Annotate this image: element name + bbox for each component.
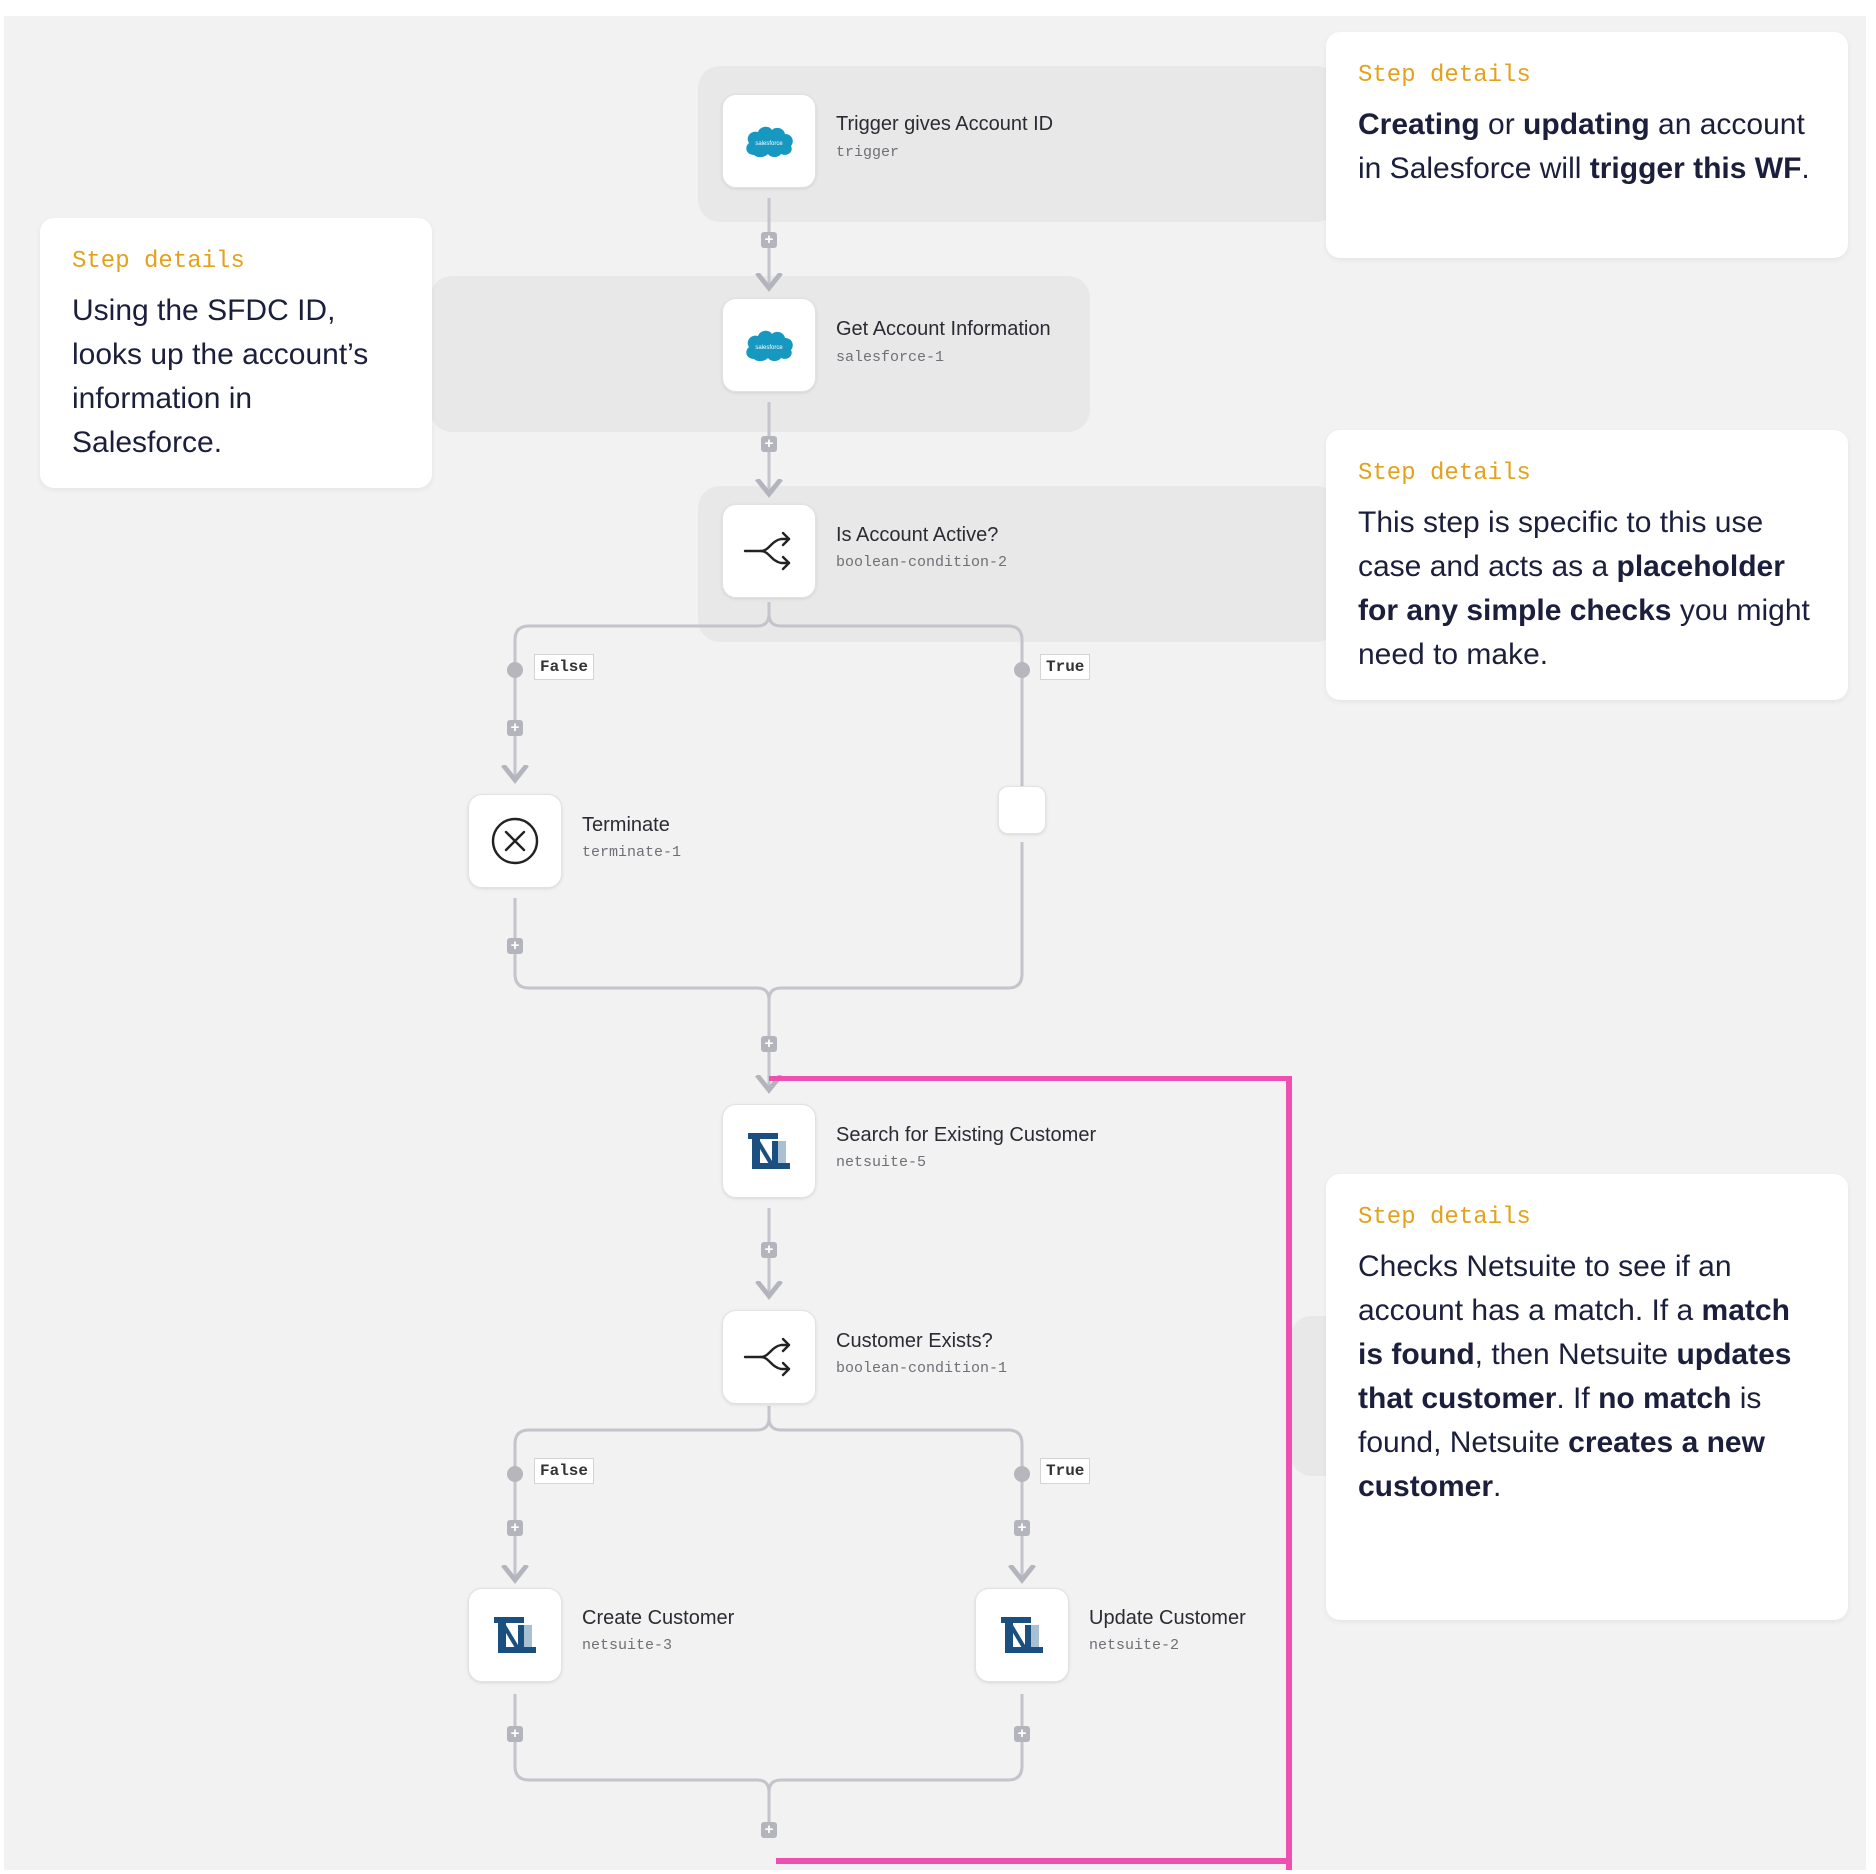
- step-details-card-trigger: Step details Creating or updating an acc…: [1326, 32, 1848, 258]
- svg-text:salesforce: salesforce: [755, 141, 783, 147]
- salesforce-icon: salesforce: [746, 126, 793, 158]
- step-node-netsuite-5[interactable]: [722, 1104, 816, 1198]
- branch-label-true: True: [1040, 1458, 1091, 1484]
- add-step-button[interactable]: +: [761, 1036, 777, 1052]
- highlight-frame-top: [769, 1076, 1287, 1081]
- step-node-netsuite-2[interactable]: [975, 1588, 1069, 1682]
- card-label: Step details: [1358, 62, 1531, 89]
- svg-text:salesforce: salesforce: [755, 345, 783, 351]
- step-title: Update Customer: [1089, 1607, 1246, 1629]
- highlight-frame-right: [1286, 1076, 1292, 1870]
- branch-icon: [743, 531, 791, 571]
- step-id: boolean-condition-1: [836, 1360, 1008, 1377]
- step-node-terminate-1[interactable]: [468, 794, 562, 888]
- step-node-salesforce-1[interactable]: salesforce: [722, 298, 816, 392]
- highlight-frame-bottom: [776, 1858, 1292, 1864]
- card-body: Checks Netsuite to see if an account has…: [1358, 1250, 1792, 1503]
- branch-label-false: False: [534, 654, 595, 680]
- branch-dot-false: [507, 662, 523, 678]
- add-step-button[interactable]: +: [1014, 1520, 1030, 1536]
- step-details-card-salesforce: Step details Using the SFDC ID, looks up…: [40, 218, 432, 488]
- step-title: Terminate: [582, 814, 670, 836]
- add-step-button[interactable]: +: [761, 232, 777, 248]
- step-details-card-netsuite: Step details Checks Netsuite to see if a…: [1326, 1174, 1848, 1620]
- step-title: Search for Existing Customer: [836, 1124, 1097, 1146]
- netsuite-icon: [748, 1133, 790, 1169]
- add-step-button[interactable]: +: [507, 938, 523, 954]
- branch-dot-true: [1014, 1466, 1030, 1482]
- step-id: salesforce-1: [836, 349, 945, 366]
- branch-label-true: True: [1040, 654, 1091, 680]
- step-id: netsuite-3: [582, 1637, 673, 1654]
- step-node-trigger[interactable]: salesforce: [722, 94, 816, 188]
- step-node-boolean-condition-1[interactable]: [722, 1310, 816, 1404]
- branch-dot-true: [1014, 662, 1030, 678]
- card-label: Step details: [1358, 460, 1531, 487]
- add-step-button[interactable]: +: [761, 1242, 777, 1258]
- card-body: Creating or updating an account in Sales…: [1358, 108, 1810, 185]
- step-node-boolean-condition-2[interactable]: [722, 504, 816, 598]
- card-label: Step details: [1358, 1204, 1531, 1231]
- empty-step-placeholder[interactable]: [998, 786, 1046, 834]
- step-node-netsuite-3[interactable]: [468, 1588, 562, 1682]
- salesforce-icon: salesforce: [746, 330, 793, 362]
- netsuite-icon: [494, 1617, 536, 1653]
- step-id: boolean-condition-2: [836, 554, 1008, 571]
- branch-label-false: False: [534, 1458, 595, 1484]
- terminate-icon: [491, 817, 539, 865]
- step-details-card-condition: Step details This step is specific to th…: [1326, 430, 1848, 700]
- add-step-button[interactable]: +: [507, 1726, 523, 1742]
- card-body: This step is specific to this use case a…: [1358, 506, 1810, 671]
- add-step-button[interactable]: +: [761, 1822, 777, 1838]
- netsuite-icon: [1001, 1617, 1043, 1653]
- step-title: Is Account Active?: [836, 524, 999, 546]
- step-title: Get Account Information: [836, 318, 1051, 340]
- add-step-button[interactable]: +: [507, 720, 523, 736]
- step-id: netsuite-5: [836, 1154, 927, 1171]
- step-title: Customer Exists?: [836, 1330, 993, 1352]
- card-body: Using the SFDC ID, looks up the account’…: [72, 294, 369, 459]
- step-title: Trigger gives Account ID: [836, 113, 1054, 135]
- branch-dot-false: [507, 1466, 523, 1482]
- step-id: netsuite-2: [1089, 1637, 1180, 1654]
- add-step-button[interactable]: +: [761, 436, 777, 452]
- add-step-button[interactable]: +: [1014, 1726, 1030, 1742]
- card-label: Step details: [72, 248, 245, 275]
- step-id: trigger: [836, 144, 900, 161]
- step-title: Create Customer: [582, 1607, 735, 1629]
- branch-icon: [743, 1337, 791, 1377]
- add-step-button[interactable]: +: [507, 1520, 523, 1536]
- step-id: terminate-1: [582, 844, 682, 861]
